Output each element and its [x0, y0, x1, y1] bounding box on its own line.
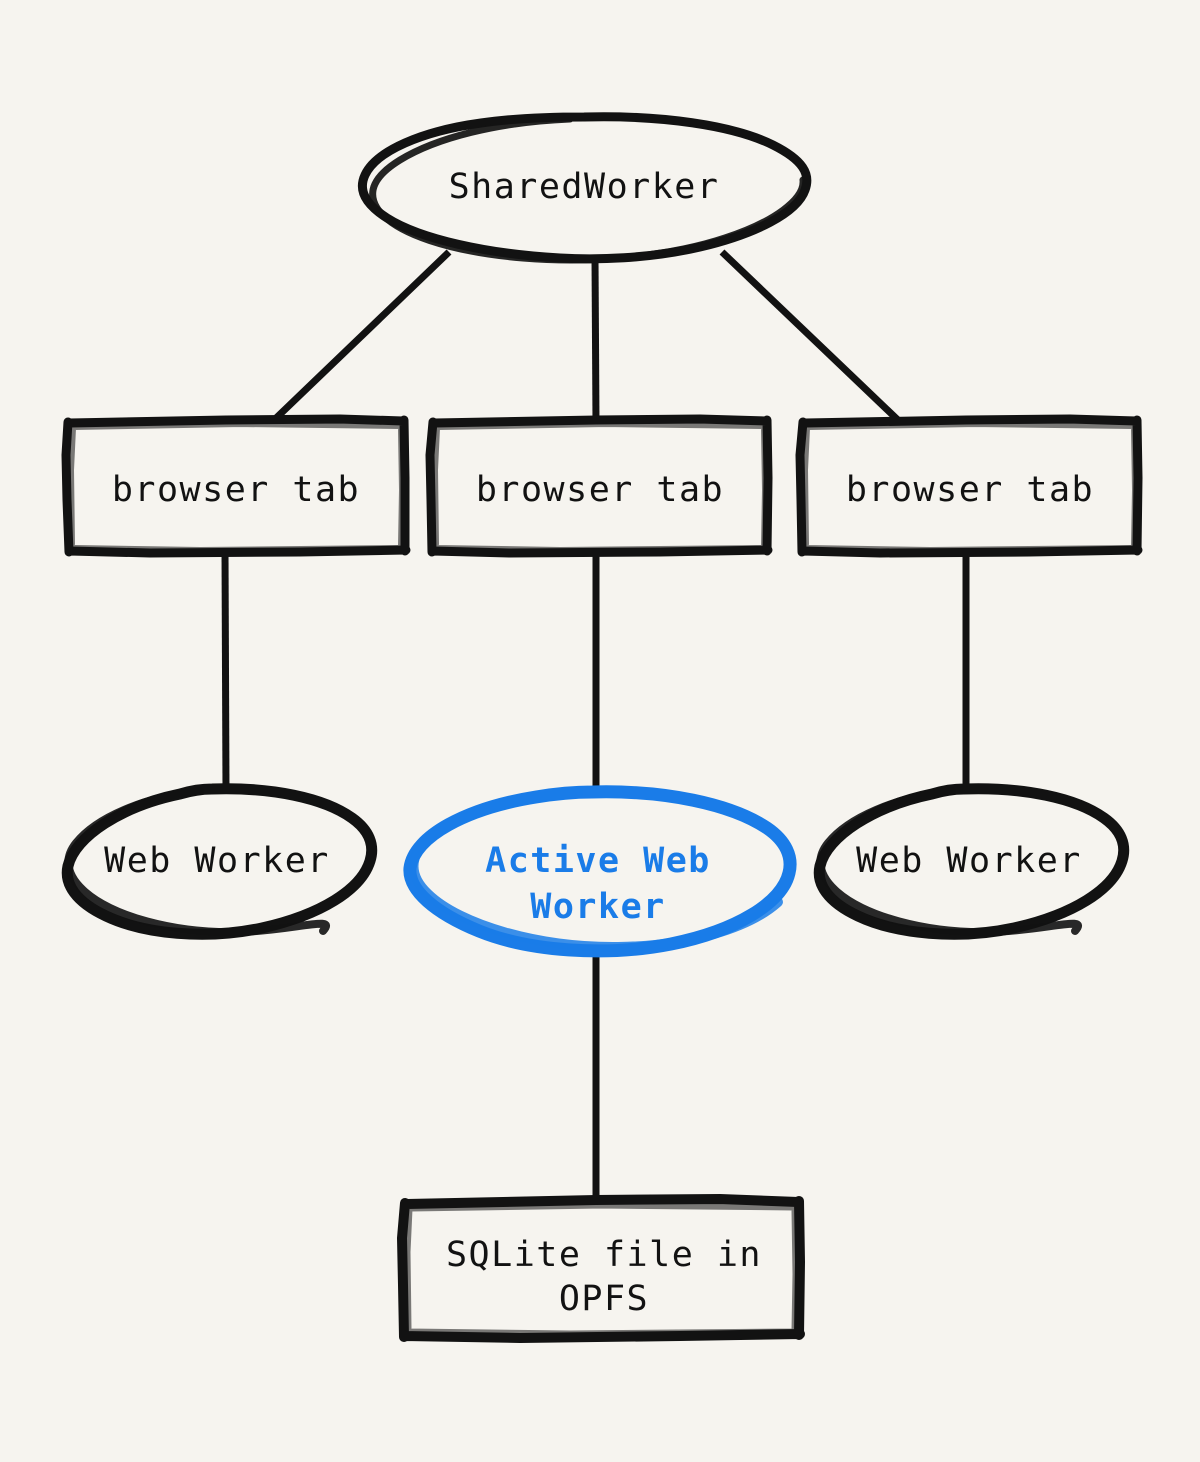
storage-label-line1: SQLite file in: [446, 1235, 762, 1275]
edge-group: [221, 249, 970, 1203]
storage-outline: [397, 1194, 805, 1343]
edge-sharedworker-to-tab-left: [270, 249, 452, 424]
worker-right-fill: [816, 788, 1122, 936]
storage-fill: [404, 1199, 800, 1338]
tab-center-outline: [425, 414, 773, 558]
worker-right-label: Web Worker: [856, 841, 1082, 881]
tab-center-outline-overdraw: [432, 421, 768, 553]
tab-right-outline: [795, 414, 1143, 558]
shared-worker-fill: [363, 116, 806, 259]
node-tab-right[interactable]: browser tab: [795, 414, 1143, 558]
worker-center-label-line1: Active Web: [485, 841, 711, 881]
node-worker-right[interactable]: Web Worker: [813, 783, 1130, 940]
tab-left-outline-overdraw: [68, 421, 405, 553]
node-tab-center[interactable]: browser tab: [425, 414, 773, 558]
tab-center-fill: [433, 419, 768, 553]
node-shared-worker[interactable]: SharedWorker: [357, 112, 812, 264]
tab-right-label: browser tab: [846, 470, 1094, 510]
storage-label-line2: OPFS: [559, 1279, 649, 1319]
node-tab-left[interactable]: browser tab: [61, 414, 411, 558]
node-worker-left[interactable]: Web Worker: [61, 783, 378, 940]
tab-right-fill: [803, 419, 1138, 553]
tab-left-fill: [67, 419, 406, 553]
worker-left-outline-overdraw: [64, 787, 330, 937]
worker-center-outline-overdraw: [408, 788, 783, 953]
tab-left-outline: [61, 414, 411, 558]
worker-right-outline-overdraw: [816, 787, 1082, 937]
edge-sharedworker-to-tab-center: [591, 257, 600, 424]
edge-sharedworker-to-tab-right: [719, 249, 902, 424]
tab-right-outline-overdraw: [802, 421, 1138, 553]
tab-left-label: browser tab: [112, 470, 360, 510]
edge-tab-left-to-worker-left: [221, 550, 230, 793]
worker-left-label: Web Worker: [104, 841, 330, 881]
worker-center-label-line2: Worker: [530, 887, 665, 927]
node-storage[interactable]: SQLite file in OPFS: [397, 1194, 805, 1343]
storage-outline-overdraw: [403, 1201, 800, 1338]
tab-center-label: browser tab: [476, 470, 724, 510]
node-worker-center-active[interactable]: Active Web Worker: [403, 785, 797, 958]
shared-worker-outline-overdraw: [369, 115, 807, 264]
worker-left-fill: [64, 788, 370, 936]
worker-center-fill: [405, 791, 790, 953]
shared-worker-label: SharedWorker: [449, 167, 720, 207]
